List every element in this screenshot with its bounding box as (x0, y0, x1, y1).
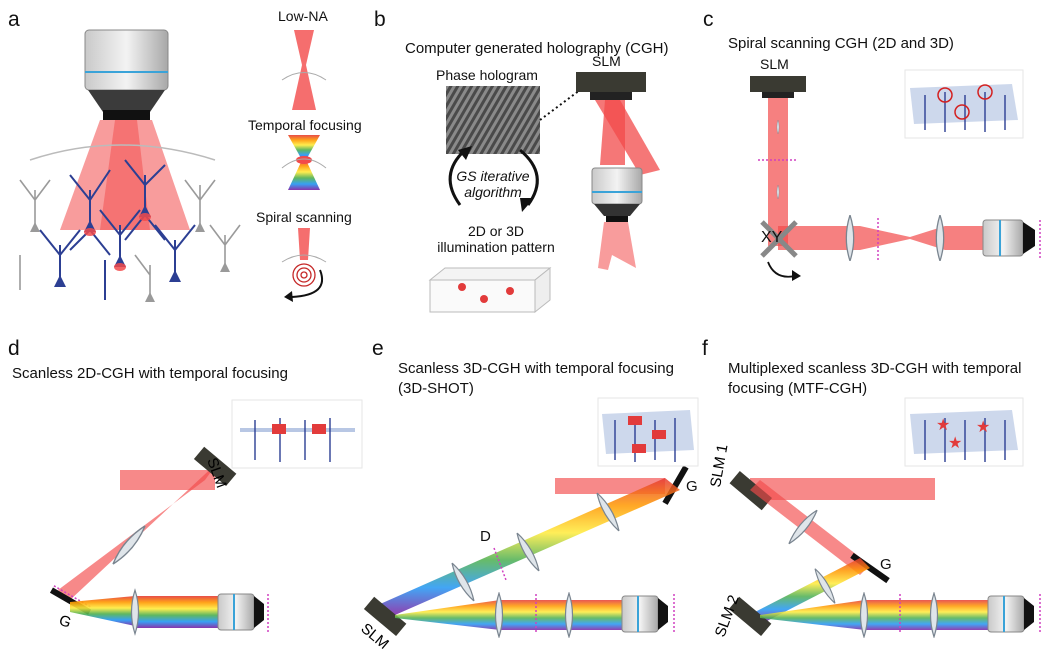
panel-d-illustration (49, 399, 363, 635)
lens-icon (494, 592, 504, 638)
lens-icon (845, 215, 855, 261)
pattern-line-2: illumination pattern (437, 239, 555, 255)
panel-c-title: Spiral scanning CGH (2D and 3D) (728, 35, 954, 52)
panel-letter-a: a (8, 8, 20, 31)
panel-e-title-line-1: Scanless 3D-CGH with temporal focusing (398, 360, 674, 377)
svg-text:★: ★ (936, 417, 950, 434)
phase-hologram (446, 86, 540, 154)
objective-icon (217, 593, 264, 631)
panel-a-illustration (19, 29, 327, 302)
spiral-scanning-beam (281, 228, 327, 302)
lens-icon (109, 522, 149, 568)
xy-label: XY (761, 229, 783, 246)
svg-text:★: ★ (976, 419, 990, 436)
slm-icon (728, 596, 772, 637)
spiral-scanning-label: Spiral scanning (256, 209, 352, 225)
slm-icon (750, 76, 806, 98)
gs-line-2: algorithm (464, 184, 522, 200)
pattern-line-1: 2D or 3D (467, 223, 525, 239)
g-label-f: G (880, 556, 892, 573)
panel-letter-b: b (374, 8, 386, 31)
panel-letter-e: e (372, 337, 384, 360)
panel-letter-c: c (703, 8, 714, 31)
temporal-focusing-label: Temporal focusing (248, 117, 362, 133)
panel-letter-d: d (8, 337, 20, 360)
panel-b-title: Computer generated holography (CGH) (405, 40, 669, 57)
objective-icon (982, 219, 1035, 257)
panel-e-illustration (363, 397, 699, 638)
svg-text:★: ★ (948, 435, 962, 452)
illumination-pattern-label: 2D or 3D illumination pattern (426, 223, 566, 255)
g-label-e: G (686, 478, 698, 495)
phase-hologram-label: Phase hologram (436, 67, 538, 83)
low-na-beam (281, 30, 327, 110)
lens-icon (929, 592, 939, 638)
slm1-label-f: SLM 1 (707, 443, 731, 489)
d-label-e: D (480, 528, 491, 545)
lens-icon (564, 592, 574, 638)
gs-line-1: GS iterative (456, 168, 530, 184)
slm-icon (576, 72, 646, 100)
temporal-focusing-beam (281, 135, 327, 190)
objective-icon (84, 29, 169, 120)
objective-icon (621, 595, 668, 633)
panel-c-illustration (750, 69, 1041, 281)
panel-f-title-line-2: focusing (MTF-CGH) (728, 380, 868, 397)
lens-icon (859, 592, 869, 638)
neuron-inset: ★ ★ ★ (904, 397, 1024, 467)
slm-label-c: SLM (760, 56, 789, 72)
slm-icon (363, 596, 407, 637)
panel-f-illustration: ★ ★ ★ (728, 397, 1041, 638)
slm-icon (193, 446, 237, 487)
neuron-inset (904, 69, 1024, 139)
panel-b-illustration (428, 72, 660, 314)
low-na-label: Low-NA (278, 8, 328, 24)
objective-icon (987, 595, 1034, 633)
g-label-d: G (57, 612, 74, 632)
lens-icon (935, 215, 945, 261)
panel-f-title-line-1: Multiplexed scanless 3D-CGH with tempora… (728, 360, 1022, 377)
grating-icon (662, 465, 689, 505)
neuron-inset (597, 397, 699, 467)
slm-label-b: SLM (592, 53, 621, 69)
panel-d-title: Scanless 2D-CGH with temporal focusing (12, 365, 288, 382)
panel-e-title-line-2: (3D-SHOT) (398, 380, 474, 397)
panel-letter-f: f (702, 337, 708, 360)
galvo-mirror-icon (760, 220, 798, 258)
gs-algorithm-label: GS iterative algorithm (448, 168, 538, 200)
objective-icon (591, 167, 643, 222)
neuron-inset (231, 399, 363, 469)
illumination-volume (428, 266, 552, 314)
slm-icon (729, 471, 772, 511)
